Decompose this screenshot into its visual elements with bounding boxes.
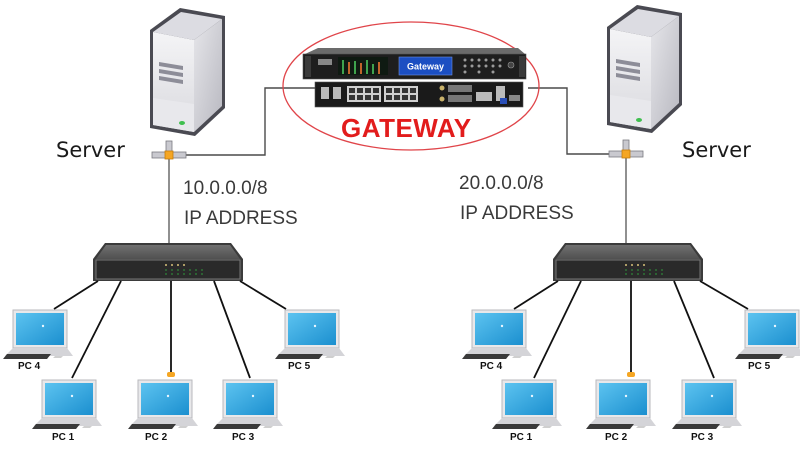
pc-label: PC 4 xyxy=(18,361,41,372)
laptop-icon-pc2[interactable] xyxy=(127,379,199,430)
gateway-link-right xyxy=(528,87,610,155)
network-switch-icon xyxy=(92,242,244,282)
pc-label: PC 2 xyxy=(605,432,628,443)
gateway-highlight-ellipse xyxy=(282,21,540,151)
laptop-icon-pc3[interactable] xyxy=(671,379,743,430)
pc-label: PC 3 xyxy=(691,432,714,443)
connector-icon xyxy=(167,372,175,377)
pc-cables xyxy=(53,280,287,379)
server-label-left: Server xyxy=(56,138,125,162)
cable-pc1 xyxy=(533,280,582,379)
server-label-right: Server xyxy=(682,138,751,162)
gateway[interactable]: Gateway xyxy=(282,21,540,151)
pc-label: PC 1 xyxy=(510,432,533,443)
right-network xyxy=(461,5,800,430)
pc-cables xyxy=(513,280,749,379)
pc-label: PC 5 xyxy=(748,361,771,372)
cable-pc3 xyxy=(213,280,251,379)
connector-icon xyxy=(627,372,635,377)
cable-pc3 xyxy=(673,280,715,379)
network-switch-icon xyxy=(552,242,704,282)
ip-caption-left: IP ADDRESS xyxy=(184,208,298,229)
gateway-label: GATEWAY xyxy=(341,113,472,143)
laptop-icon-pc1[interactable] xyxy=(31,379,103,430)
cable-pc5 xyxy=(699,280,749,310)
ip-caption-right: IP ADDRESS xyxy=(460,203,574,224)
laptop-icon-pc4[interactable] xyxy=(461,309,533,360)
pc-label: PC 3 xyxy=(232,432,255,443)
pc-label: PC 2 xyxy=(145,432,168,443)
ip-range-right: 20.0.0.0/8 xyxy=(459,173,544,194)
cable-pc4 xyxy=(513,280,559,310)
laptop-icon-pc4[interactable] xyxy=(2,309,74,360)
pc-label: PC 5 xyxy=(288,361,311,372)
tee-connector-icon xyxy=(151,140,187,160)
laptop-icon-pc5[interactable] xyxy=(734,309,800,360)
cable-pc5 xyxy=(239,280,287,310)
left-network xyxy=(2,8,346,430)
server-icon xyxy=(150,8,225,136)
laptop-icon-pc5[interactable] xyxy=(274,309,346,360)
gateway-device-icon: Gateway xyxy=(302,48,527,108)
server-icon xyxy=(607,5,682,133)
pc-label: PC 1 xyxy=(52,432,75,443)
laptop-icon-pc1[interactable] xyxy=(491,379,563,430)
cable-pc4 xyxy=(53,280,99,310)
cable-pc1 xyxy=(71,280,122,379)
ip-range-left: 10.0.0.0/8 xyxy=(183,178,268,199)
laptop-icon-pc3[interactable] xyxy=(212,379,284,430)
pc-label: PC 4 xyxy=(480,361,503,372)
laptop-icon-pc2[interactable] xyxy=(585,379,657,430)
gateway-link-left xyxy=(180,87,316,156)
gateway-screen-text: Gateway xyxy=(407,62,444,72)
tee-connector-icon xyxy=(608,139,644,159)
